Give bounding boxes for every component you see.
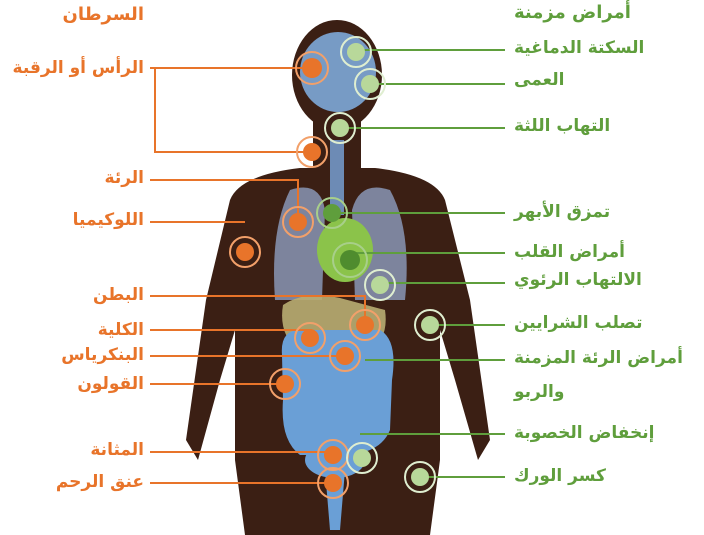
- label-leukemia: اللوكيميا: [73, 210, 144, 230]
- label-fertility: إنخفاض الخصوبة: [514, 423, 654, 443]
- label-hip: كسر الورك: [514, 466, 606, 486]
- label-kidney: الكلية: [98, 320, 144, 340]
- label-pancreas: البنكرياس: [61, 345, 144, 365]
- label-heart: أمراض القلب: [514, 242, 625, 262]
- label-colon: القولون: [77, 374, 144, 394]
- label-pneumonia: الالتهاب الرئوي: [514, 270, 642, 290]
- label-cervix: عنق الرحم: [56, 472, 144, 492]
- label-aortic: تمزق الأبهر: [514, 202, 610, 222]
- chronic-header: أمراض مزمنة: [514, 2, 631, 23]
- label-periodontitis: التهاب اللثة: [514, 116, 610, 136]
- label-bladder: المثانة: [90, 440, 144, 460]
- label-head-neck: الرأس أو الرقبة: [13, 58, 144, 78]
- label-atherosclerosis: تصلب الشرايين: [514, 313, 643, 333]
- label-copd: أمراض الرئة المزمنة: [514, 348, 683, 368]
- label-lung: الرئة: [105, 168, 144, 188]
- label-stomach: البطن: [93, 285, 144, 305]
- label-blindness: العمى: [514, 70, 564, 90]
- label-stroke: السكتة الدماغية: [514, 38, 644, 58]
- trachea: [330, 140, 344, 215]
- cancer-header: السرطان: [62, 4, 144, 25]
- label-asthma: والربو: [514, 382, 564, 402]
